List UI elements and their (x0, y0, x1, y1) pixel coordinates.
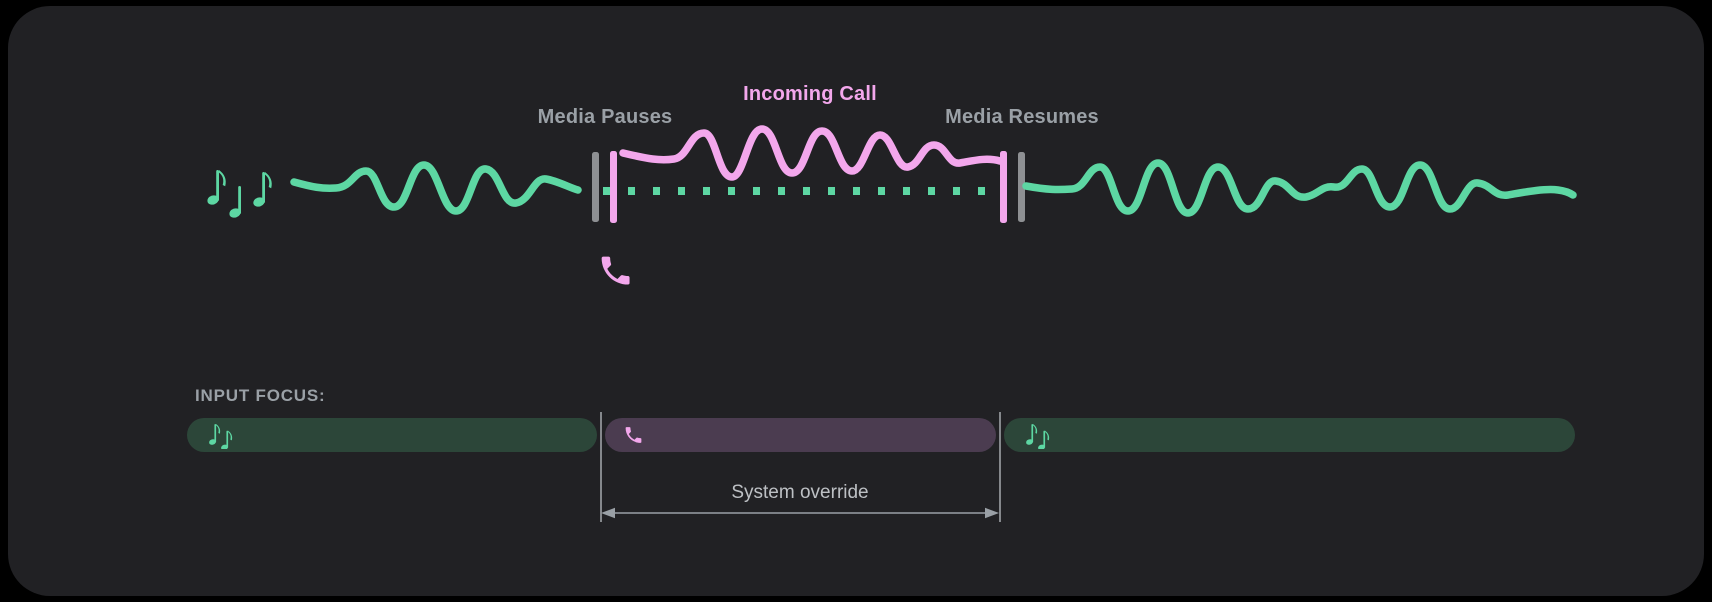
timeline-artwork (207, 125, 1577, 285)
media-waveform-before (290, 161, 582, 215)
music-notes-icon (207, 170, 272, 218)
phone-icon (601, 256, 630, 285)
media-waveform-after (1022, 159, 1577, 217)
incoming-call-label: Incoming Call (743, 83, 877, 105)
resume-marker-gray-bar (1018, 152, 1025, 222)
media-pauses-label: Media Pauses (537, 106, 673, 128)
input-focus-heading: INPUT FOCUS: (195, 386, 326, 405)
override-boundary-start (600, 412, 602, 522)
system-override-arrow (601, 507, 999, 519)
system-override-label: System override (731, 482, 869, 503)
diagram-card (8, 6, 1704, 596)
music-notes-icon (1026, 424, 1050, 449)
music-notes-icon (209, 424, 233, 449)
pause-marker-gray-bar (592, 152, 599, 222)
focus-bar-call (605, 418, 996, 452)
override-boundary-end (999, 412, 1001, 522)
phone-icon (625, 427, 642, 443)
incoming-call-waveform (619, 125, 1004, 181)
focus-bar-media-after (1004, 418, 1575, 452)
resume-marker-pink-bar (1000, 151, 1007, 223)
media-resumes-label: Media Resumes (945, 106, 1099, 128)
focus-bar-media-before (187, 418, 597, 452)
pause-marker-pink-bar (610, 151, 617, 223)
